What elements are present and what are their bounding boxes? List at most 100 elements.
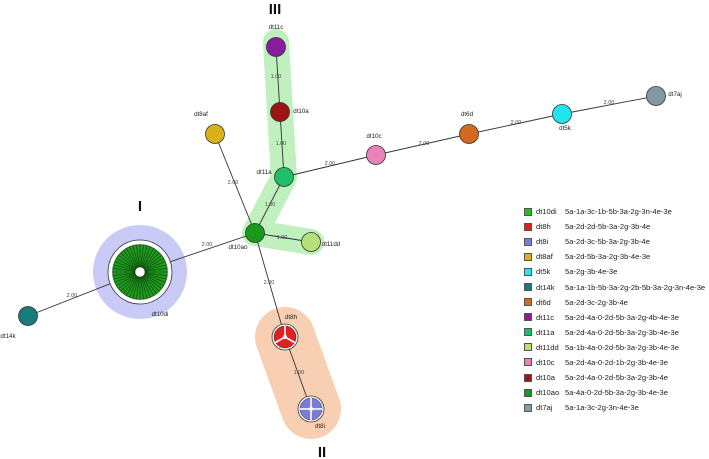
legend-profile: 5a-2d-3c-2g-3b-4e [565,297,628,307]
legend-type-name: dt10a [536,373,556,383]
edge-weight-label: 2.00 [67,293,78,299]
cluster-label-i: I [138,198,142,215]
legend-profile: 5a-1a-3c-2g-3n-4e-3e [565,403,639,413]
legend-profile: 5a-2d-4a-0-2d-5b-3a-2g-3b-4e-3e [565,327,679,337]
legend-type-name: dt14k [536,282,555,292]
edge-weight-label: 2.00 [264,280,275,286]
legend-type-name: dt7aj [536,403,553,413]
legend-swatch [524,343,532,352]
legend-profile: 5a-2d-4a-0-2d-5b-3a-2g-4b-4e-3e [565,312,679,322]
legend-row: dt11c 5a-2d-4a-0-2d-5b-3a-2g-4b-4e-3e [524,310,708,325]
node-label-dt6d: dt6d [461,111,474,118]
node-dt10di[interactable] [107,239,173,305]
edge-weight-label: 1.00 [265,202,276,208]
node-label-dt14k: dt14k [0,333,16,340]
legend-profile: 5a-2d-3c-5b-3a-2g-3b-4e [565,237,650,247]
legend-row: dt14k 5a-1a-1b-5b-3a-2g-2b-5b-3a-2g-3n-4e… [524,279,708,294]
legend-type-name: dt10c [536,357,555,367]
legend-profile: 5a-2d-2d-5b-3a-2g-3b-4e [565,222,651,232]
legend-swatch [524,313,532,322]
legend-swatch [524,252,532,261]
edge-weight-label: 1.00 [271,74,282,80]
node-dt11a[interactable] [274,167,294,187]
legend-type-name: dt10di [536,207,557,217]
legend-row: dt10ao 5a-4a-0-2d-5b-3a-2g-3b-4e-3e [524,385,708,400]
node-dt5k[interactable] [552,104,572,124]
node-dt11c[interactable] [266,37,286,57]
node-dt10ao[interactable] [245,223,265,243]
node-dt6d[interactable] [459,124,479,144]
legend-swatch [524,373,532,382]
node-dt11dd[interactable] [301,232,321,252]
legend-type-name: dt6d [536,297,551,307]
node-label-dt11dd: dt11dd [322,241,341,248]
node-dt10c[interactable] [366,145,386,165]
node-dt8af[interactable] [205,124,225,144]
legend-type-name: dt10ao [536,388,560,398]
edge-weight-label: 1.00 [294,370,305,376]
node-label-dt11a: dt11a [256,169,272,176]
legend-profile: 5a-1a-3c-1b-5b-3a-2g-3n-4e-3e [565,207,672,217]
legend-row: dt11a 5a-2d-4a-0-2d-5b-3a-2g-3b-4e-3e [524,325,708,340]
cluster-label-iii: III [269,1,282,18]
legend-profile: 5a-4a-0-2d-5b-3a-2g-3b-4e-3e [565,388,669,398]
legend-swatch [524,403,532,412]
node-dt7aj[interactable] [646,86,666,106]
edge-weight-label: 2.00 [604,100,615,106]
edge-weight-label: 1.00 [277,235,288,241]
edge-weight-label: 2.00 [228,180,239,186]
node-dt14k[interactable] [18,306,38,326]
node-dt8h[interactable] [271,323,299,351]
edge-weight-label: 2.00 [325,161,336,167]
node-label-dt8i: dt8i [315,423,325,430]
node-dt10a[interactable] [270,102,290,122]
node-label-dt7aj: dt7aj [668,91,681,98]
node-dt8i[interactable] [297,395,325,423]
legend-row: dt10di 5a-1a-3c-1b-5b-3a-2g-3n-4e-3e [524,204,708,219]
edge-dt10c-dt6d [375,133,470,156]
legend-row: dt10a 5a-2d-4a-0-2d-5b-3a-2g-3b-4e [524,370,708,385]
legend-profile: 5a-2g-3b-4e-3e [565,267,618,277]
edge-dt10ao-dt8af [214,133,256,234]
node-label-dt8af: dt8af [194,111,208,118]
legend-profile: 5a-1a-1b-5b-3a-2g-2b-5b-3a-2g-3n-4e-3e [565,282,706,292]
node-label-dt10di: dt10di [152,311,169,318]
legend-profile: 5a-2d-4a-0-2d-5b-3a-2g-3b-4e [565,373,669,383]
legend-swatch [524,388,532,397]
legend-type-name: dt11a [536,327,555,337]
legend-profile: 5a-2d-4a-0-2d-1b-2g-3b-4e-3e [565,357,669,367]
node-label-dt10c: dt10c [366,133,381,140]
edge-weight-label: 2.00 [419,141,430,147]
node-label-dt10ao: dt10ao [229,244,248,251]
edge-dt11a-dt10a [279,111,285,178]
edge-dt5k-dt7aj [561,95,657,115]
legend-type-name: dt11c [536,312,555,322]
edge-dt11a-dt10c [283,154,377,178]
edge-dt10ao-dt11a [254,176,285,234]
edge-dt10a-dt11c [275,46,281,113]
legend-swatch [524,283,532,292]
legend-row: dt6d 5a-2d-3c-2g-3b-4e [524,295,708,310]
node-label-dt8h: dt8h [285,314,298,321]
edge-dt6d-dt5k [468,113,563,135]
legend-swatch [524,358,532,367]
legend-swatch [524,267,532,276]
cluster-label-ii: II [318,444,326,459]
legend-profile: 5a-2d-5b-3a-2g-3b-4e-3e [565,252,651,262]
legend-profile: 5a-1b-4a-0-2d-5b-3a-2g-3b-4e-3e [565,342,679,352]
edge-dt10ao-dt8h [254,232,286,338]
edge-weight-label: 2.00 [511,120,522,126]
legend-swatch [524,207,532,216]
legend-row: dt10c 5a-2d-4a-0-2d-1b-2g-3b-4e-3e [524,355,708,370]
node-label-dt11c: dt11c [269,24,284,31]
legend-swatch [524,222,532,231]
edge-weight-label: 1.00 [276,141,287,147]
legend-swatch [524,328,532,337]
